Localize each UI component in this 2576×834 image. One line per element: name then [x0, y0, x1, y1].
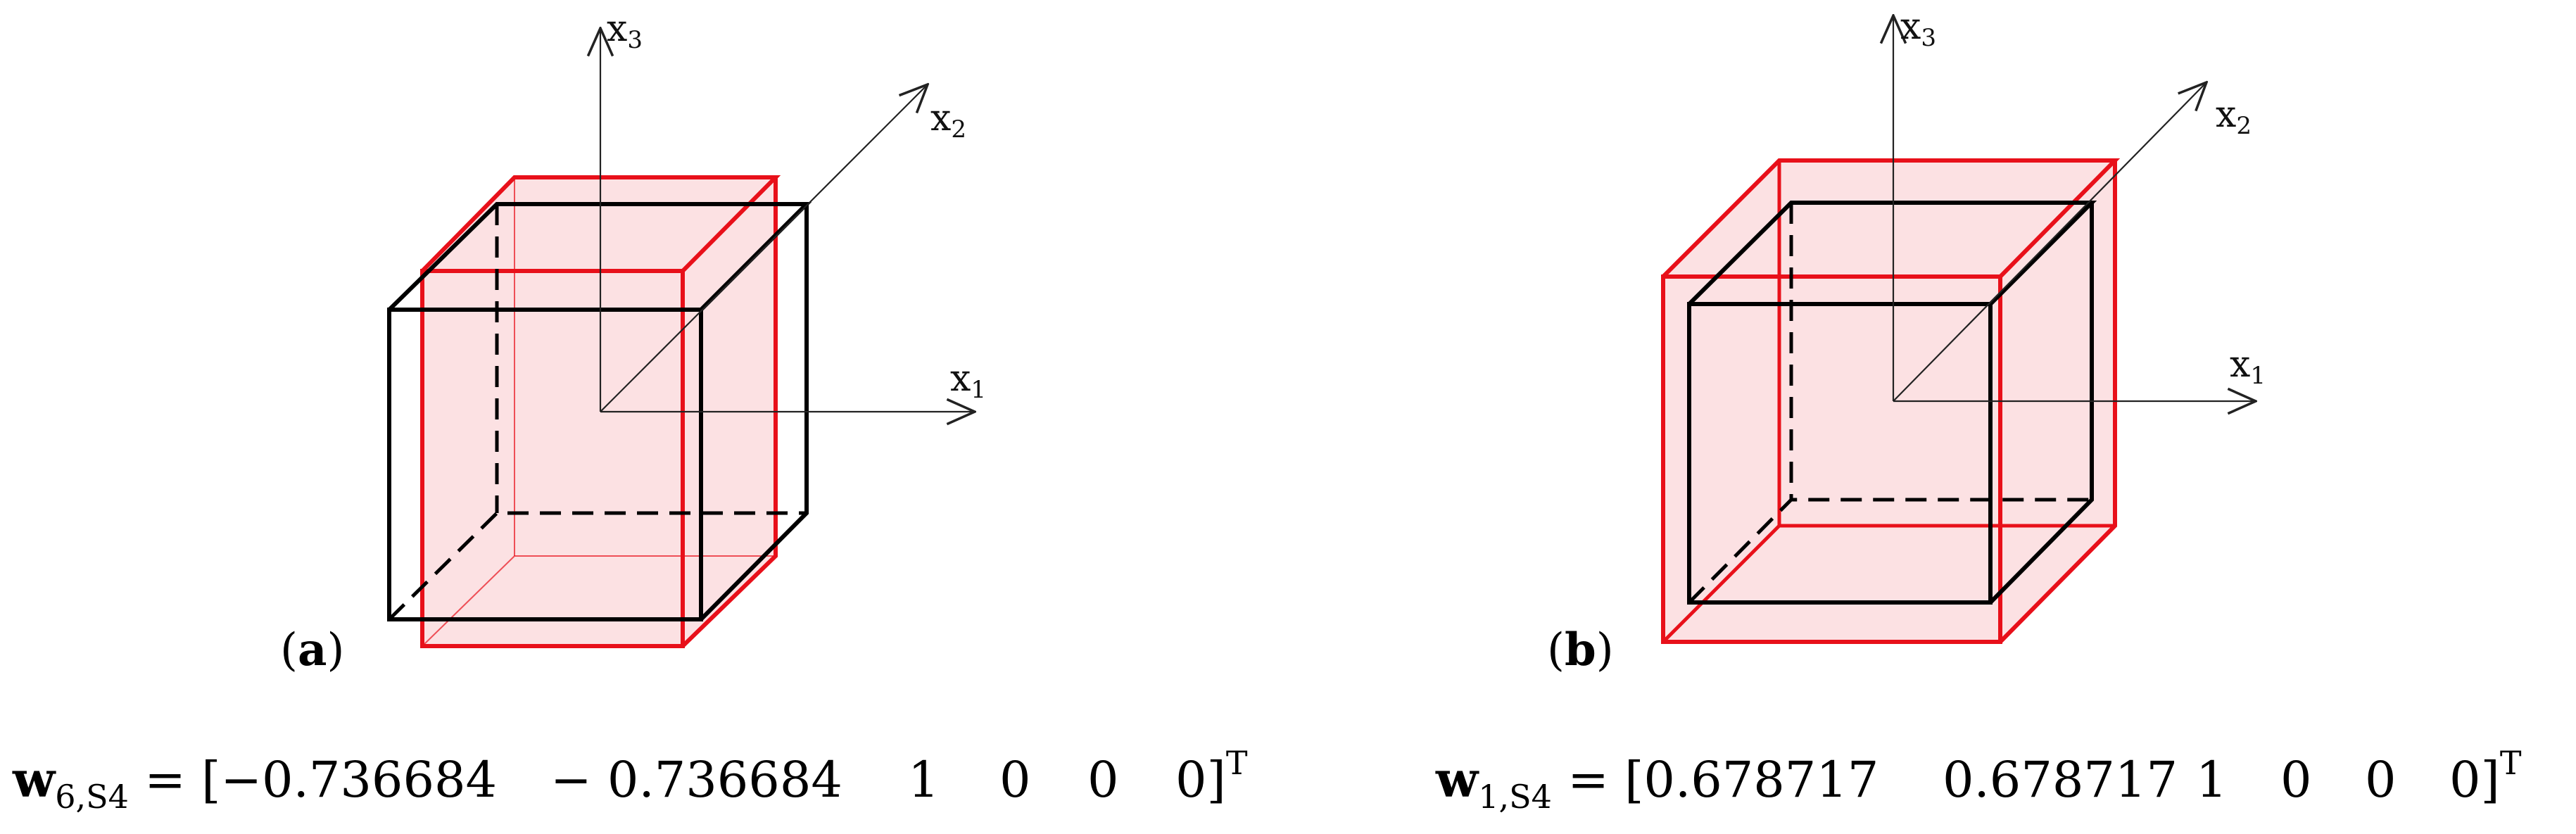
- axis-x2-b: [1893, 82, 2206, 402]
- vector-symbol-b: w: [1435, 750, 1479, 809]
- axis-x2-label-a: x2: [930, 97, 966, 144]
- cube-hidden-edges-a: [388, 511, 807, 621]
- cube-right-edges-b: [1988, 203, 2094, 605]
- cube-top-edges-b: [1687, 201, 2097, 306]
- axis-x2-a: [600, 84, 928, 412]
- vector-subscript-a: 6,S4: [55, 778, 129, 816]
- axis-x2-label-b: x2: [2216, 94, 2252, 140]
- deformed-top-edges-b: [1661, 158, 2121, 279]
- deformed-front-face-a: [420, 269, 685, 648]
- axes-a: [600, 28, 975, 412]
- component-b-2: 0.678717: [1943, 751, 2178, 809]
- deformed-top-edges-a: [420, 175, 781, 273]
- cube-front-face-b: [1687, 302, 1993, 605]
- component-a-6: 0: [1175, 751, 1207, 809]
- reference-cube-a: [387, 202, 812, 621]
- component-b-5: 0: [2365, 751, 2397, 809]
- deformed-face-fill-a: [422, 177, 776, 646]
- deformed-right-edges-b: [1998, 160, 2117, 644]
- reference-cube-b: [1687, 201, 2097, 605]
- deformed-shape-b: [1661, 158, 2121, 644]
- component-b-4: 0: [2280, 751, 2312, 809]
- axis-x1-label-a: x1: [950, 358, 986, 404]
- component-a-3: 1: [908, 751, 940, 809]
- cube-top-edges-a: [387, 202, 812, 312]
- component-b-6: 0: [2449, 751, 2481, 809]
- component-b-1: 0.678717: [1643, 751, 1879, 809]
- axis-x3-label-a: x3: [607, 8, 643, 54]
- vector-symbol-a: w: [12, 750, 56, 809]
- vector-transpose-b: T: [2500, 744, 2522, 782]
- axis-x1-label-b: x1: [2230, 343, 2266, 390]
- deformed-right-edges-a: [681, 177, 778, 648]
- axis-x3-label-b: x3: [1900, 6, 1936, 52]
- component-b-3: 1: [2196, 751, 2228, 809]
- component-a-5: 0: [1087, 751, 1119, 809]
- panel-label-a: (a): [280, 624, 344, 676]
- panel-label-b: (b): [1547, 624, 1614, 676]
- vector-subscript-b: 1,S4: [1478, 778, 1552, 816]
- vector-transpose-a: T: [1226, 744, 1248, 782]
- deformed-shape-a: [420, 175, 781, 648]
- panel-a: x1 x2 x3 (a) w6,S4 = [−0.736684− 0.73668…: [12, 8, 1248, 816]
- cube-right-edges-a: [699, 204, 809, 621]
- component-a-4: 0: [999, 751, 1031, 809]
- deformed-front-face-b: [1661, 274, 2002, 644]
- axes-b: [1893, 15, 2256, 401]
- component-a-1: −0.736684: [220, 751, 497, 809]
- component-a-2: − 0.736684: [550, 751, 842, 809]
- cube-front-face-a: [387, 308, 703, 621]
